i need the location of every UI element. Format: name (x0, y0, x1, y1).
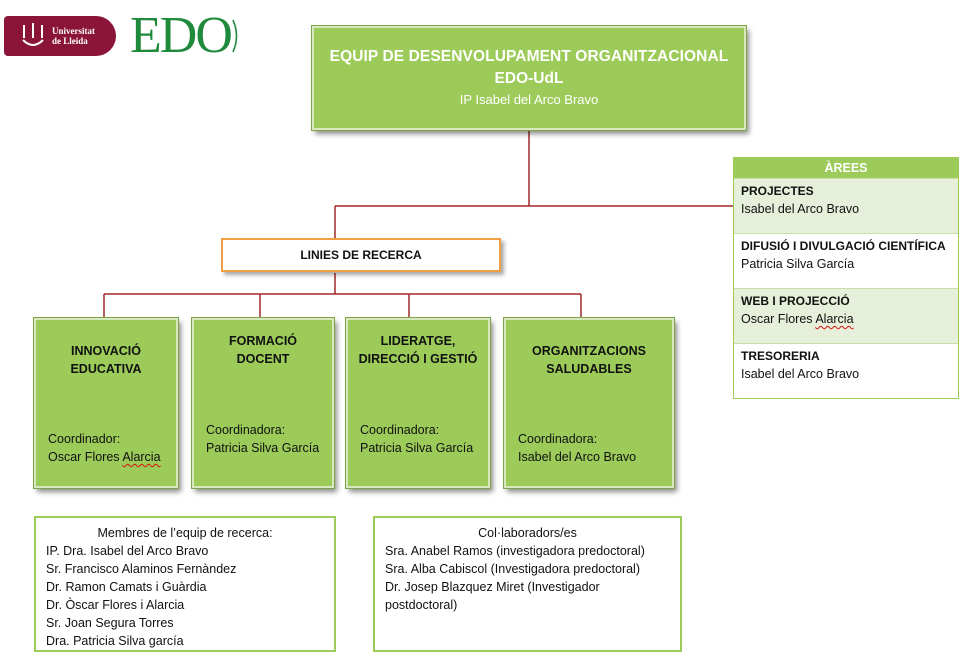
research-box-title: FORMACIÓ DOCENT (228, 334, 298, 366)
research-lines-label: LINIES DE RECERCA (300, 248, 422, 262)
research-box-innovacio: INNOVACIÓ EDUCATIVA Coordinador: Oscar F… (33, 317, 179, 489)
collaborator-item: Dr. Josep Blazquez Miret (Investigador (385, 580, 600, 594)
area-row-projectes: PROJECTES Isabel del Arco Bravo (734, 178, 958, 233)
collaborators-box: Col·laboradors/es Sra. Anabel Ramos (inv… (373, 516, 682, 652)
research-box-lideratge: LIDERATGE, DIRECCIÓ I GESTIÓ Coordinador… (345, 317, 491, 489)
edo-logo: EDO (130, 8, 241, 64)
research-box-person: Patricia Silva García (360, 441, 474, 455)
collaborator-item: Sra. Anabel Ramos (investigadora predoct… (385, 544, 645, 558)
title-line-1: EQUIP DE DESENVOLUPAMENT ORGANITZACIONAL (329, 48, 729, 65)
research-box-person: Isabel del Arco Bravo (518, 450, 637, 464)
research-box-title: ORGANITZACIONS SALUDABLES (532, 344, 646, 376)
research-box-role: Coordinadora: (206, 423, 286, 437)
area-name: DIFUSIÓ I DIVULGACIÓ CIENTÍFICA (741, 239, 946, 253)
areas-table: ÀREES PROJECTES Isabel del Arco Bravo DI… (733, 157, 959, 399)
area-person: Patricia Silva García (741, 257, 855, 271)
research-box-title: LIDERATGE, DIRECCIÓ I GESTIÓ (358, 334, 478, 366)
area-row-web: WEB I PROJECCIÓ Oscar Flores Alarcia (734, 288, 958, 343)
title-line-2: EDO-UdL (494, 70, 564, 87)
member-item: Dr. Ramon Camats i Guàrdia (46, 580, 207, 594)
research-box-person: Oscar Flores Alarcia (48, 450, 161, 464)
research-box-title: INNOVACIÓ EDUCATIVA (70, 344, 142, 376)
research-box-person: Patricia Silva García (206, 441, 320, 455)
member-item: Sr. Francisco Alaminos Fernàndez (46, 562, 237, 576)
research-box-role: Coordinadora: (518, 432, 598, 446)
collaborator-item: postdoctoral) (385, 598, 458, 612)
research-box-role: Coordinadora: (360, 423, 440, 437)
collaborators-header: Col·laboradors/es (478, 526, 577, 540)
area-name: PROJECTES (741, 184, 814, 198)
edo-logo-text: EDO (130, 7, 233, 64)
title-box: EQUIP DE DESENVOLUPAMENT ORGANITZACIONAL… (311, 25, 747, 131)
area-row-difusio: DIFUSIÓ I DIVULGACIÓ CIENTÍFICA Patricia… (734, 233, 958, 288)
university-logo: Universitat de Lleida (4, 16, 116, 56)
member-item: Sr. Joan Segura Torres (46, 616, 174, 630)
member-item: IP. Dra. Isabel del Arco Bravo (46, 544, 209, 558)
area-person: Oscar Flores Alarcia (741, 312, 854, 326)
member-item: Dra. Patricia Silva garcía (46, 634, 184, 648)
research-box-formacio: FORMACIÓ DOCENT Coordinadora: Patricia S… (191, 317, 335, 489)
area-name: WEB I PROJECCIÓ (741, 294, 850, 308)
title-line-3: IP Isabel del Arco Bravo (459, 92, 599, 107)
members-header: Membres de l’equip de recerca: (97, 526, 273, 540)
area-row-tresoreria: TRESORERIA Isabel del Arco Bravo (734, 343, 958, 398)
area-person: Isabel del Arco Bravo (741, 202, 860, 216)
university-emblem-icon (18, 21, 48, 51)
area-person: Isabel del Arco Bravo (741, 367, 860, 381)
areas-header: ÀREES (734, 158, 958, 178)
members-box: Membres de l’equip de recerca: IP. Dra. … (34, 516, 336, 652)
member-item: Dr. Òscar Flores i Alarcia (46, 598, 185, 612)
research-box-organitzacions: ORGANITZACIONS SALUDABLES Coordinadora: … (503, 317, 675, 489)
collaborator-item: Sra. Alba Cabiscol (Investigadora predoc… (385, 562, 640, 576)
area-name: TRESORERIA (741, 349, 820, 363)
university-name: Universitat de Lleida (52, 26, 95, 46)
edo-swirl-icon (232, 19, 238, 53)
research-lines-header: LINIES DE RECERCA (221, 238, 501, 272)
research-box-role: Coordinador: (48, 432, 121, 446)
